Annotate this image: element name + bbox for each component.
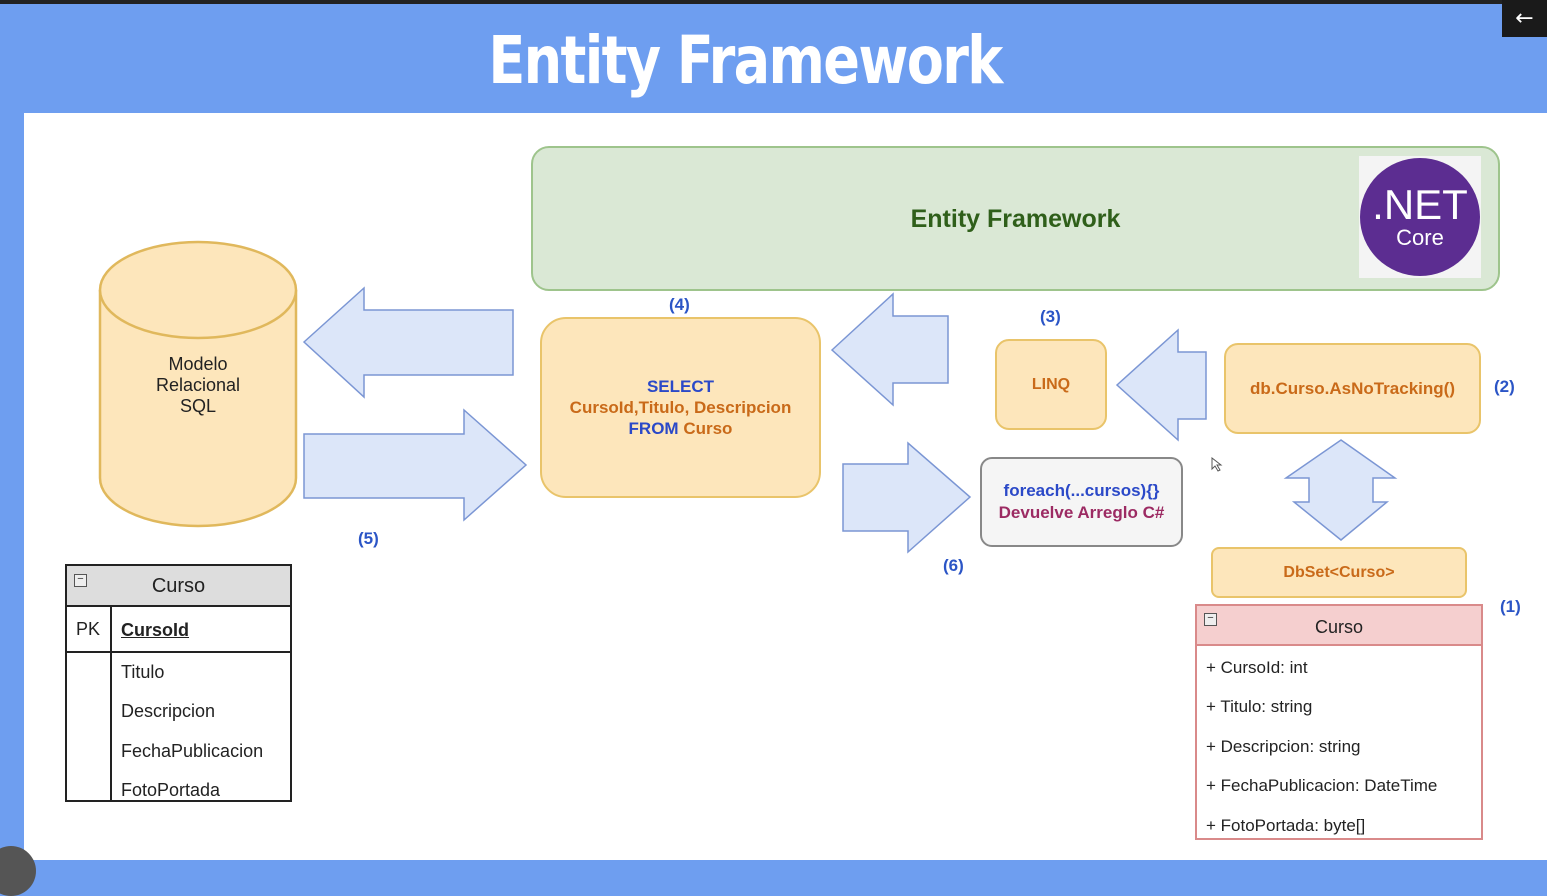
linq-label: LINQ: [1031, 375, 1071, 393]
er-pk-field: CursoId: [121, 620, 190, 640]
class-field: + FotoPortada: byte[]: [1206, 816, 1366, 835]
sql-from-line: FROM Curso: [629, 418, 733, 439]
database-cylinder-icon: [98, 240, 298, 528]
er-table-name: Curso: [151, 575, 206, 597]
dbset-label: DbSet<Curso>: [1283, 563, 1395, 581]
er-pk-label: PK: [76, 619, 101, 639]
foreach-line2: Devuelve Arreglo C#: [998, 503, 1165, 522]
foreach-node: foreach(...cursos){} Devuelve Arreglo C#: [980, 457, 1183, 547]
step-number-2: (2): [1494, 377, 1515, 396]
class-field: + CursoId: int: [1206, 658, 1308, 677]
step-number-3: (3): [1040, 307, 1061, 326]
ef-banner: Entity Framework: [531, 146, 1500, 291]
linq-node: LINQ: [995, 339, 1107, 430]
er-field: Descripcion: [121, 701, 216, 721]
class-field: + Descripcion: string: [1206, 737, 1361, 756]
slide-title: Entity Framework: [488, 22, 1003, 99]
er-field: FotoPortada: [121, 780, 221, 800]
er-table-curso: − Curso PK CursoId Titulo Descripcion Fe…: [65, 564, 292, 802]
sql-select-keyword: SELECT: [646, 377, 715, 396]
foreach-line1: foreach(...cursos){}: [1003, 481, 1160, 500]
net-core-logo-icon: .NET Core: [1360, 158, 1480, 276]
step-number-6: (6): [943, 556, 964, 575]
database-label-line3: SQL: [179, 396, 217, 416]
class-entity-curso: − Curso + CursoId: int + Titulo: string …: [1195, 604, 1483, 840]
sql-from-keyword: FROM: [628, 419, 679, 438]
arrow-right-from-database: [303, 408, 528, 522]
database-label-line2: Relacional: [155, 375, 241, 395]
arrow-left-to-database: [302, 286, 514, 399]
arrow-bidirectional-dbset: [1283, 439, 1398, 541]
step-number-5: (5): [358, 529, 379, 548]
net-logo-line1: .NET: [1372, 181, 1468, 228]
er-table-header: − Curso: [67, 566, 290, 607]
step-number-1: (1): [1500, 597, 1521, 616]
dbset-node: DbSet<Curso>: [1211, 547, 1467, 598]
class-entity-header: − Curso: [1197, 606, 1481, 646]
er-column-divider: [110, 607, 112, 802]
er-pk-row: PK CursoId: [67, 607, 290, 653]
collapse-icon[interactable]: −: [1204, 613, 1217, 626]
arrow-right-to-foreach: [842, 441, 972, 554]
dbcontext-call-node: db.Curso.AsNoTracking(): [1224, 343, 1481, 434]
top-border: [0, 0, 1547, 4]
er-field: Titulo: [121, 662, 165, 682]
sql-columns: CursoId,Titulo, Descripcion: [569, 398, 792, 417]
database-label: Modelo Relacional SQL: [100, 354, 296, 417]
sql-table-name: Curso: [683, 419, 733, 438]
collapse-icon[interactable]: −: [74, 574, 87, 587]
diagram-shapes: [98, 240, 1398, 554]
database-label-line1: Modelo: [168, 354, 228, 374]
dbcontext-call-label: db.Curso.AsNoTracking(): [1250, 378, 1455, 398]
back-arrow-button[interactable]: ←: [1502, 0, 1547, 37]
class-entity-name: Curso: [1314, 617, 1363, 637]
arrow-left-to-linq: [1115, 328, 1207, 442]
er-field: FechaPublicacion: [121, 741, 264, 761]
sql-query-node: SELECT CursoId,Titulo, Descripcion FROM …: [540, 317, 821, 498]
arrow-left-to-sql: [830, 292, 949, 407]
class-field: + Titulo: string: [1206, 697, 1313, 716]
ef-banner-label: Entity Framework: [910, 205, 1121, 233]
mouse-pointer-icon: [1211, 457, 1223, 472]
net-logo-line2: Core: [1396, 225, 1444, 250]
step-number-4: (4): [669, 295, 690, 314]
class-field: + FechaPublicacion: DateTime: [1206, 776, 1438, 795]
